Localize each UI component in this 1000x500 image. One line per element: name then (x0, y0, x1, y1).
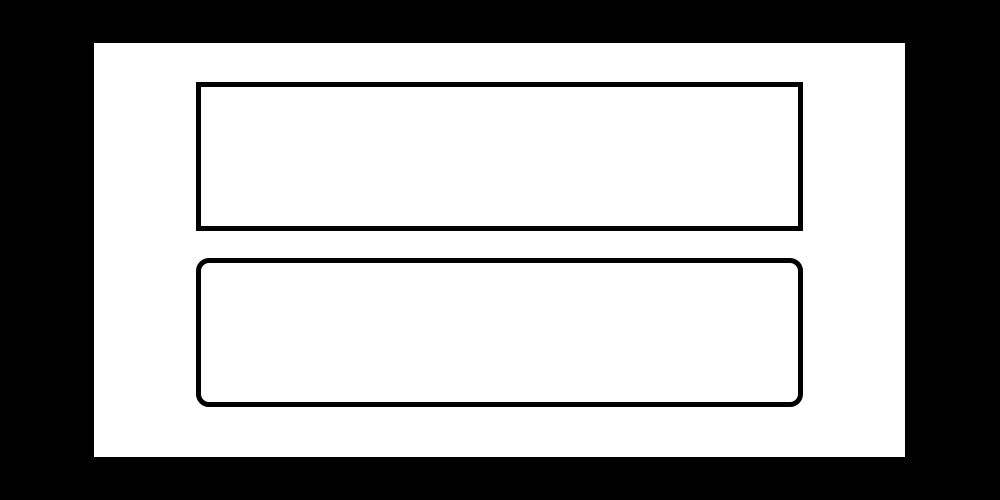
rectangle-box (196, 82, 803, 231)
rounded-rectangle-box (196, 258, 803, 407)
